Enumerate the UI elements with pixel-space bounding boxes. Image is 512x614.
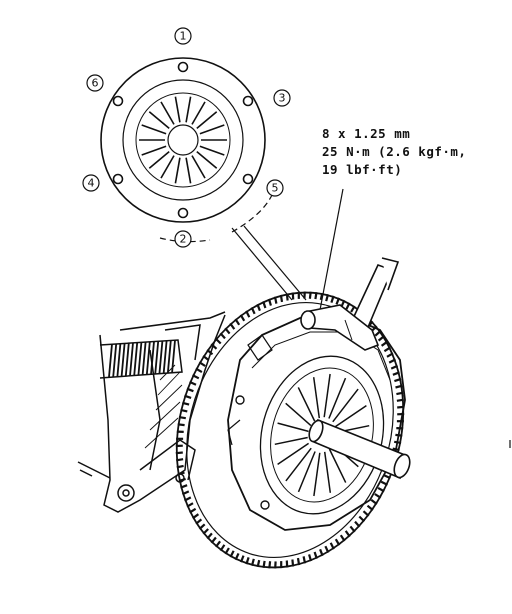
callout-4: 4 xyxy=(88,177,95,190)
pressure-plate-hub xyxy=(167,124,199,156)
detail-leader-lines xyxy=(231,188,344,311)
assembly-spring-fingers xyxy=(274,373,370,497)
bolt-hole-5 xyxy=(242,173,254,185)
bolt-hole-2 xyxy=(177,207,189,219)
bolt-hole-1 xyxy=(177,61,189,73)
callout-5: 5 xyxy=(272,182,279,195)
tightening-sequence-callouts: 1 6 3 4 5 2 xyxy=(82,27,291,248)
callout-3: 3 xyxy=(279,92,286,105)
sequence-arc-right xyxy=(231,194,273,233)
callout-1: 1 xyxy=(180,30,187,43)
bolt-hole-3 xyxy=(242,95,254,107)
flywheel-outer-edge xyxy=(175,291,405,569)
pressure-plate-detail xyxy=(100,57,273,243)
pressure-plate-inner-ring xyxy=(122,79,244,201)
flywheel xyxy=(175,291,405,569)
pressure-plate-outer-rim xyxy=(100,57,266,223)
bracket-bolt-head xyxy=(117,484,135,502)
bolt-spec-size: 8 x 1.25 mm xyxy=(322,126,411,141)
spec-leader-line xyxy=(319,188,344,311)
bolt-hole-4 xyxy=(112,173,124,185)
clutch-alignment-tool xyxy=(308,418,411,480)
callout-2: 2 xyxy=(180,233,187,246)
threaded-shaft xyxy=(99,339,183,379)
diaphragm-spring-fingers xyxy=(139,96,227,184)
bolt-spec-torque-imperial: 19 lbf·ft) xyxy=(322,162,403,177)
callout-6: 6 xyxy=(92,77,99,90)
wrench-socket xyxy=(303,304,380,351)
torque-wrench xyxy=(300,257,400,351)
pressure-plate-bolt-holes xyxy=(112,61,254,219)
bolt-spec-torque-metric: 25 N·m (2.6 kgf·m, xyxy=(322,144,467,159)
bolt-hole-6 xyxy=(112,95,124,107)
